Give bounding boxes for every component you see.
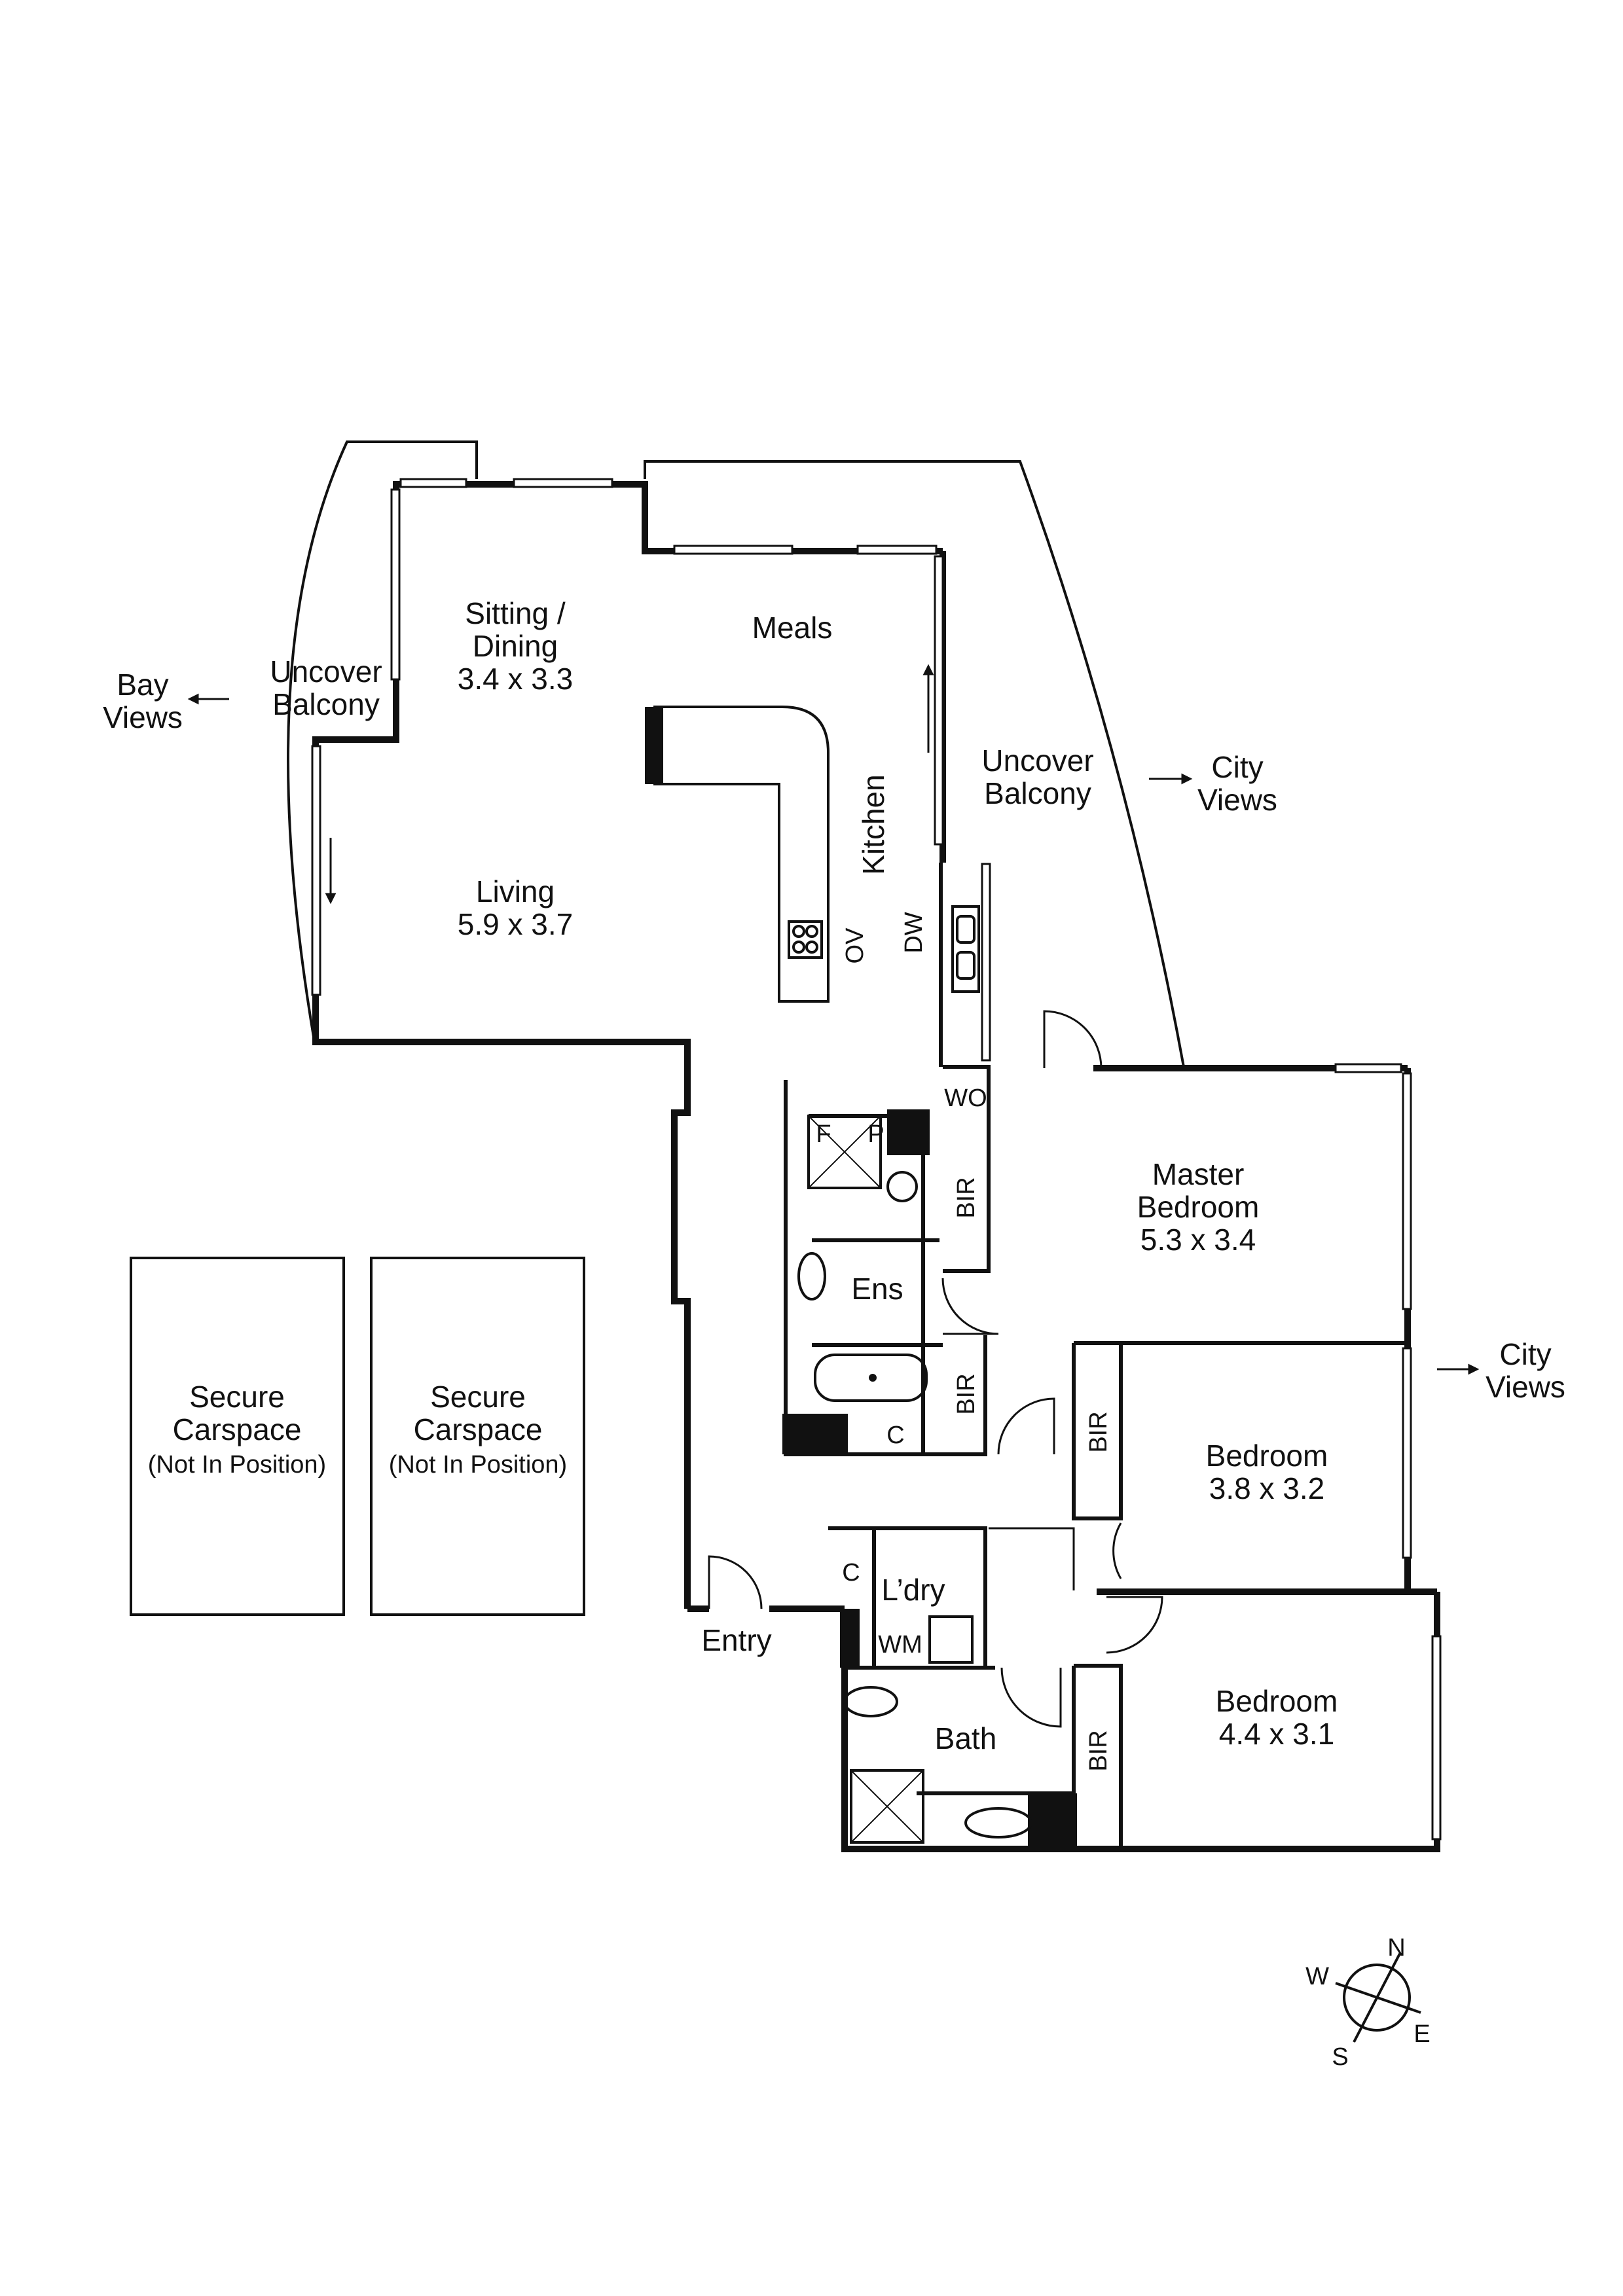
arrows: [187, 664, 1480, 1375]
dishwasher-label: DW: [900, 912, 928, 953]
window-kitchen: [981, 863, 991, 1062]
windows: [311, 478, 1442, 1840]
bath-label: Bath: [935, 1721, 997, 1755]
window-e-1: [934, 555, 944, 846]
laundry-label: L’dry: [881, 1573, 945, 1607]
compass-east-label: E: [1413, 2020, 1430, 2048]
ensuite-basin-icon: [797, 1252, 826, 1300]
north-west-wall: [393, 481, 943, 554]
compass-ring: [1343, 1964, 1411, 2032]
cooktop-icon: [788, 920, 823, 959]
carspaces: [130, 1257, 585, 1616]
master-bir-label: BIR: [953, 1177, 980, 1218]
ensuite-shower-icon: [807, 1115, 882, 1189]
kitchen-island: [653, 706, 980, 1003]
carspace-2: [370, 1257, 585, 1616]
bed2-west: [1072, 1343, 1123, 1520]
compass-north-label: N: [1387, 1934, 1405, 1962]
fixtures: [797, 1115, 1032, 1844]
east-balcony-outline: [644, 460, 1185, 1067]
ensuite-bath-block: [782, 1414, 848, 1454]
ensuite-label: Ens: [851, 1272, 903, 1306]
ensuite-bir-label: BIR: [953, 1373, 980, 1414]
window-nw-2: [513, 478, 613, 488]
entry-label: Entry: [701, 1623, 771, 1657]
laundry-black-block: [840, 1609, 860, 1668]
west-balcony-outline: [287, 440, 478, 1041]
wm-label: WM: [878, 1631, 922, 1659]
fridge-label: F: [816, 1121, 831, 1148]
oven-label: OV: [841, 927, 869, 964]
window-bed3-e: [1431, 1635, 1442, 1840]
ensuite-cupboard-label: C: [886, 1422, 904, 1449]
ensuite-bath-icon: [814, 1354, 928, 1402]
doors: [708, 1010, 1163, 1728]
bed3-bir: [1074, 1664, 1123, 1849]
meals-label: Meals: [752, 611, 833, 645]
bedroom3-bir-label: BIR: [1085, 1730, 1112, 1771]
balcony-outlines: [287, 440, 1185, 1067]
window-w-1: [390, 488, 401, 681]
wm-icon: [928, 1615, 974, 1664]
window-n-2: [856, 545, 938, 555]
window-bed2-e: [1402, 1347, 1412, 1559]
window-master-e: [1402, 1072, 1412, 1310]
kitchen-label: Kitchen: [856, 774, 890, 874]
bath-west-wall: [841, 1592, 1440, 1852]
pantry-label: P: [867, 1121, 884, 1148]
wo-label: WO: [944, 1085, 987, 1112]
sink-icon: [951, 905, 980, 993]
bath-black-block: [1028, 1793, 1077, 1849]
wo-wall: [943, 1065, 991, 1273]
laundry-cupboard-label: C: [842, 1559, 860, 1587]
window-n-1: [673, 545, 793, 555]
compass: [1335, 1953, 1421, 2043]
bath-shower-icon: [850, 1769, 924, 1844]
compass-needle-we: [1335, 1982, 1421, 2014]
window-master-n: [1334, 1063, 1402, 1073]
ensuite-toilet-icon: [886, 1171, 918, 1202]
bedroom2-bir-label: BIR: [1085, 1411, 1112, 1452]
compass-south-label: S: [1332, 2043, 1348, 2071]
ens-bir-right: [943, 1335, 987, 1456]
compass-west-label: W: [1305, 1963, 1329, 1990]
sitting-west-wall: [312, 484, 691, 1609]
ensuite-black-block: [887, 1109, 930, 1155]
carspace-1: [130, 1257, 345, 1616]
bath-basin-icon: [964, 1807, 1032, 1839]
window-nw-1: [399, 478, 467, 488]
bath-toilet-icon: [843, 1686, 898, 1717]
window-w-2: [311, 745, 321, 996]
